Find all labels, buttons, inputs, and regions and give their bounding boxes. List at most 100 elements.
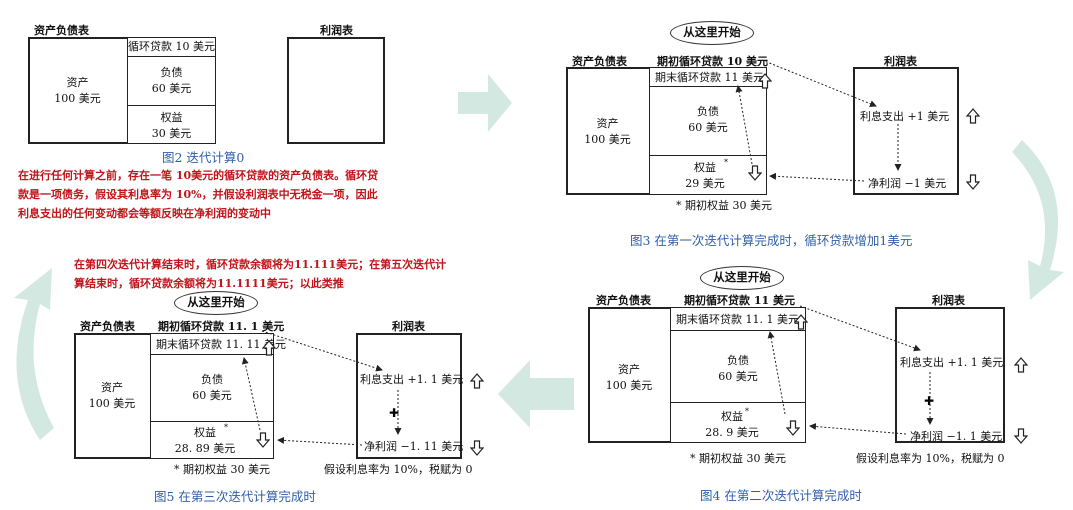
fig4-liab-value: 60 美元 (718, 370, 758, 383)
fig5-arrow-net-to-equity (277, 436, 363, 446)
fig4-net-down-arrow-icon (1014, 428, 1028, 444)
fig3-equity-cell (649, 155, 767, 195)
fig3-up-arrow-icon (758, 73, 772, 89)
fig5-is-title: 利润表 (392, 320, 425, 333)
fig4-connectors: ✚ (767, 305, 1028, 444)
fig2-revolver: 循环贷款 10 美元 (128, 40, 215, 53)
fig4-asset-value: 100 美元 (605, 379, 653, 392)
fig3-connectors (735, 59, 980, 190)
fig3-interest-up-arrow-icon (966, 108, 980, 124)
fig3-equity-label: 权益 (694, 161, 716, 174)
fig5-asset-value: 100 美元 (88, 397, 136, 410)
fig5-net-down-arrow-icon (470, 440, 484, 456)
fig5-equity-value: 28. 89 美元 (174, 442, 236, 455)
fig4-end-revolver-cell (670, 307, 806, 331)
fig4-asset-label: 资产 (618, 363, 640, 376)
fig5-end-revolver: 期末循环贷款 11. 11 美元 (156, 338, 286, 351)
fig3-asset-label: 资产 (596, 117, 619, 130)
flow-arrow-left (498, 360, 574, 428)
fig5-caption: 图5 在第三次迭代计算完成时 (154, 489, 316, 504)
fig5-interest-up-arrow-icon (470, 373, 484, 389)
fig2-asset-value: 100 美元 (54, 92, 101, 105)
flow-arrow-right (458, 74, 512, 132)
fig4-start-bubble: 从这里开始 (700, 266, 784, 290)
fig5-down-arrow-icon (256, 432, 270, 448)
fig3-arrow-net-to-equity (769, 172, 865, 182)
flow-arrow-curve-left (14, 268, 54, 440)
fig3-interest: 利息支出 +1 美元 (860, 110, 950, 123)
fig4-arrow-net-to-equity (809, 423, 907, 435)
fig2-equity-label: 权益 (160, 111, 183, 124)
fig2-liab-cell (127, 56, 216, 106)
fig4-is-title: 利润表 (932, 294, 965, 307)
fig3-open-revolver: 期初循环贷款 10 美元 (657, 55, 768, 68)
fig4-equity-mark: * (745, 407, 749, 416)
fig5-connectors: ✚ (241, 330, 484, 456)
fig5-liab-value: 60 美元 (192, 389, 232, 402)
fig3-caption: 图3 在第一次迭代计算完成时，循环贷款增加1美元 (630, 233, 913, 248)
fig4-liab-label: 负债 (727, 354, 749, 367)
fig3-start-bubble: 从这里开始 (670, 21, 754, 45)
fig4-down-arrow-icon (786, 420, 800, 436)
fig5-interest: 利息支出 +1. 1 美元 (360, 373, 464, 386)
fig3-is-title: 利润表 (884, 55, 917, 68)
fig4-income-statement (895, 307, 1005, 443)
fig5-open-revolver: 期初循环贷款 11. 1 美元 (158, 320, 285, 333)
fig2-equity-value: 30 美元 (151, 127, 192, 140)
fig5-income-statement (356, 333, 462, 459)
fig4-liab-cell (670, 330, 806, 403)
fig3-liab-label: 负债 (697, 105, 719, 118)
fig4-interest-up-arrow-icon (1014, 357, 1028, 373)
fig5-arrow-equity-to-revolver (241, 357, 261, 431)
fig4-bs-title: 资产负债表 (596, 294, 651, 307)
fig5-equity-cell (150, 421, 274, 459)
fig3-income-statement (853, 67, 959, 195)
fig3-equity-mark: * (724, 158, 728, 167)
flow-arrow-curve-right (1012, 140, 1064, 300)
fig5-net: 净利润 −1. 11 美元 (364, 440, 464, 453)
fig2-is-title: 利润表 (320, 24, 353, 37)
fig4-equity-value: 28. 9 美元 (705, 426, 759, 439)
fig3-equity-value: 29 美元 (685, 177, 725, 190)
fig4-caption: 图4 在第二次迭代计算完成时 (700, 488, 862, 503)
fig2-liab-value: 60 美元 (151, 82, 192, 95)
fig4-open-revolver: 期初循环贷款 11 美元 (684, 294, 795, 307)
fig4-equity-label: 权益 (721, 410, 743, 423)
fig5-equity-label: 权益 (194, 426, 216, 439)
fig3-liab-value: 60 美元 (688, 121, 728, 134)
fig2-note-line-3: 利息支出的任何变动都会等额反映在净利润的变动中 (18, 207, 271, 220)
fig4-footnote: * 期初权益 30 美元 (690, 452, 786, 465)
fig5-asset-label: 资产 (101, 381, 123, 394)
fig5-start-bubble: 从这里开始 (174, 291, 258, 315)
fig4-equity-cell (670, 402, 806, 443)
fig5-footnote: * 期初权益 30 美元 (174, 463, 270, 476)
fig5-liab-label: 负债 (201, 373, 223, 386)
fig3-end-revolver: 期末循环贷款 11 美元 (655, 71, 764, 84)
fig5-bs-title: 资产负债表 (80, 320, 135, 333)
fig5-liab-cell (150, 354, 274, 422)
fig4-arrow-equity-to-revolver (767, 331, 786, 415)
fig5-note-line-2: 算结束时，循环贷款余额将为11.1111美元；以此类推 (74, 277, 344, 290)
fig2-asset-label: 资产 (66, 76, 89, 89)
fig2-note-line-2: 款是一项债务，假设其利息率为 10%，并假设利润表中无税金一项，因此 (18, 188, 378, 201)
fig5-equity-mark: * (224, 423, 228, 432)
fig4-arrow-revolver-to-interest (799, 305, 921, 352)
fig4-interest: 利息支出 +1. 1 美元 (900, 356, 1004, 369)
fig3-arrow-equity-to-revolver (735, 85, 753, 165)
fig5-arrow-revolver-to-interest (261, 330, 383, 372)
fig5-plus-icon: ✚ (389, 406, 399, 420)
fig5-assumption: 假设利息率为 10%，税赋为 0 (324, 463, 473, 476)
fig3-net: 净利润 −1 美元 (868, 177, 947, 190)
fig2-caption: 图2 迭代计算0 (162, 150, 245, 165)
fig3-bs-title: 资产负债表 (572, 55, 627, 68)
fig4-up-arrow-icon (794, 314, 808, 330)
fig5-note-line-1: 在第四次迭代计算结束时，循环贷款余额将为11.111美元；在第五次迭代计 (74, 258, 447, 271)
fig2-note-line-1: 在进行任何计算之前，存在一笔 10美元的循环贷款的资产负债表。循环贷 (18, 169, 379, 182)
fig2-bs-title: 资产负债表 (34, 24, 89, 37)
fig5-up-arrow-icon (262, 340, 276, 356)
fig3-footnote: * 期初权益 30 美元 (676, 199, 772, 212)
fig2-liab-label: 负债 (160, 66, 183, 79)
fig4-end-revolver: 期末循环贷款 11. 1 美元 (676, 313, 799, 326)
